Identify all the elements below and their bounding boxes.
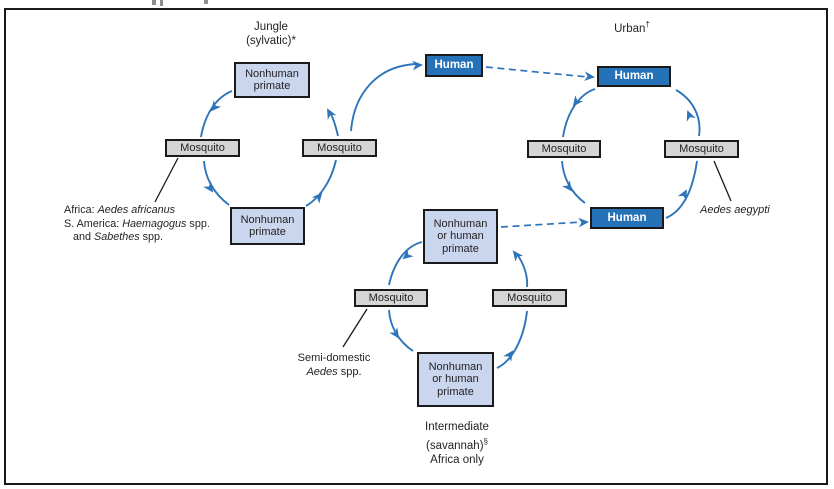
jungle-vector-line2-suffix: spp. [186, 217, 210, 230]
cropped-text-artifact [152, 0, 156, 5]
urban-vector-species-label: Aedes aegypti [700, 204, 790, 218]
intermediate-title-line1: Intermediate [425, 421, 489, 433]
urban-title-text: Urban [614, 22, 646, 35]
intermediate-title-line2-text: (savannah) [426, 439, 484, 452]
intermediate-mosquito-box-left: Mosquito [354, 289, 428, 307]
intermediate-primate-box-top: Nonhuman or human primate [423, 209, 498, 264]
intermediate-vector-line2-suffix: spp. [337, 365, 362, 378]
urban-title-footnote-marker: † [645, 20, 650, 29]
jungle-vector-line2-prefix: S. America: [64, 217, 123, 230]
diagram-border-frame [4, 8, 828, 485]
intermediate-vector-line1: Semi-domestic [297, 352, 371, 364]
bridge-human-box: Human [425, 54, 483, 77]
jungle-vector-line3-species: Sabethes [94, 231, 140, 243]
jungle-mosquito-box-left: Mosquito [165, 139, 240, 157]
jungle-vector-line3-suffix: spp. [139, 231, 164, 243]
jungle-vector-line1: Africa: Aedes africanus [64, 204, 239, 218]
cropped-text-artifact [204, 0, 208, 4]
urban-mosquito-box-left: Mosquito [527, 140, 601, 158]
urban-human-box-bottom: Human [590, 207, 664, 229]
jungle-nonhuman-primate-box-top: Nonhuman primate [234, 62, 310, 98]
jungle-vector-line2-species: Haemagogus [122, 217, 187, 230]
jungle-cycle-title: Jungle (sylvatic)* [246, 21, 296, 47]
urban-cycle-title: Urban† [592, 18, 672, 36]
intermediate-title-line2: (savannah)§ [396, 435, 518, 453]
jungle-vector-line1-species: Aedes africanus [97, 204, 176, 216]
jungle-mosquito-box-right: Mosquito [302, 139, 377, 157]
intermediate-title-footnote-marker: § [483, 436, 488, 446]
jungle-vector-line1-prefix: Africa: [64, 204, 98, 216]
jungle-vector-line3: and Sabethes spp. [64, 231, 239, 245]
intermediate-mosquito-box-right: Mosquito [492, 289, 567, 307]
intermediate-vector-line2: Aedes spp. [284, 366, 384, 380]
intermediate-primate-box-bottom: Nonhuman or human primate [417, 352, 494, 407]
jungle-vector-line2: S. America: Haemagogus spp. [64, 218, 239, 232]
jungle-vector-line3-prefix: and [73, 231, 95, 243]
jungle-nonhuman-primate-box-bottom: Nonhuman primate [230, 207, 305, 245]
intermediate-cycle-title: Intermediate (savannah)§ Africa only [396, 420, 518, 467]
jungle-vector-species-label: Africa: Aedes africanus S. America: Haem… [64, 204, 239, 245]
intermediate-vector-species: Aedes [306, 365, 338, 378]
intermediate-vector-species-label: Semi-domestic Aedes spp. [284, 352, 384, 379]
urban-mosquito-box-right: Mosquito [664, 140, 739, 158]
cropped-text-artifact [160, 0, 163, 6]
urban-vector-species: Aedes aegypti [700, 204, 770, 216]
urban-human-box-top: Human [597, 66, 671, 87]
intermediate-title-line3: Africa only [430, 453, 484, 466]
